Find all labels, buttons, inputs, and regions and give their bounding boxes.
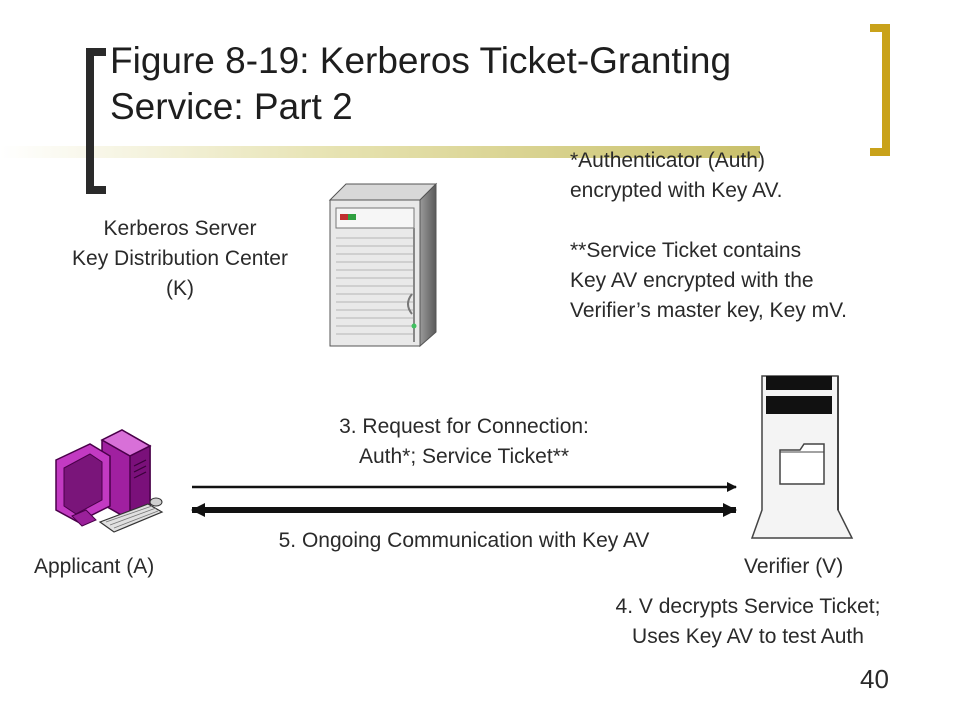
applicant-label: Applicant (A) xyxy=(34,555,155,578)
left-bracket xyxy=(86,48,106,194)
desktop-computer-icon xyxy=(55,429,164,533)
note-ticket-line-1: **Service Ticket contains xyxy=(570,239,802,262)
server-label-line-2: Key Distribution Center xyxy=(72,247,288,270)
title-underline-bar xyxy=(0,146,760,158)
notes-block: *Authenticator (Auth) encrypted with Key… xyxy=(570,146,847,326)
note-ticket-line-2: Key AV encrypted with the xyxy=(570,269,814,292)
folder-icon xyxy=(779,443,825,485)
step4-label: 4. V decrypts Service Ticket; Uses Key A… xyxy=(548,592,948,652)
verifier-tower-icon xyxy=(750,375,854,539)
step3-label: 3. Request for Connection: Auth*; Servic… xyxy=(264,412,664,472)
note-ticket-line-3: Verifier’s master key, Key mV. xyxy=(570,299,847,322)
verifier-label: Verifier (V) xyxy=(744,555,844,578)
page-title: Figure 8-19: Kerberos Ticket-Granting Se… xyxy=(110,38,870,130)
step3-line-2: Auth*; Service Ticket** xyxy=(358,445,570,468)
step5-label: 5. Ongoing Communication with Key AV xyxy=(278,529,650,552)
right-bracket xyxy=(870,24,890,156)
page-number: 40 xyxy=(860,664,889,694)
server-label-line-1: Kerberos Server xyxy=(103,217,257,240)
step4-line-1: 4. V decrypts Service Ticket; xyxy=(615,595,881,618)
note-auth-line-2: encrypted with Key AV. xyxy=(570,179,783,202)
server-label: Kerberos Server Key Distribution Center … xyxy=(30,214,330,304)
title-line-1: Figure 8-19: Kerberos Ticket-Granting xyxy=(110,40,732,81)
note-auth-line-1: *Authenticator (Auth) xyxy=(570,149,765,172)
title-line-2: Service: Part 2 xyxy=(110,86,353,127)
step3-line-1: 3. Request for Connection: xyxy=(339,415,589,438)
server-label-line-3: (K) xyxy=(166,277,194,300)
step4-line-2: Uses Key AV to test Auth xyxy=(632,625,864,648)
server-tower-icon xyxy=(328,182,438,348)
